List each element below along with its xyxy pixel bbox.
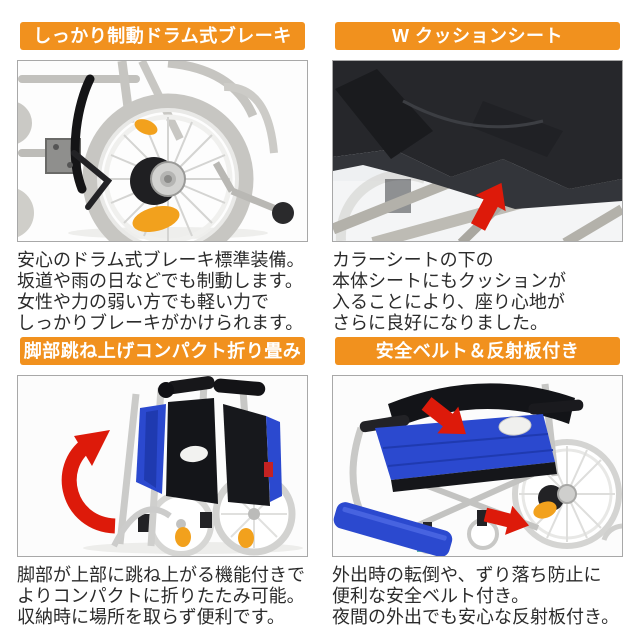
section-description: 脚部が上部に跳ね上がる機能付きで よりコンパクトに折りたたみ可能。 収納時に場所… xyxy=(17,565,308,628)
brand-logo xyxy=(498,416,532,436)
section-description: カラーシートの下の 本体シートにもクッションが 入ることにより、座り心地が さら… xyxy=(332,250,623,334)
desc-line: 便利な安全ベルト付き。 xyxy=(332,586,530,606)
wheel-reflector-icon xyxy=(175,527,191,547)
section-header: W クッションシート xyxy=(335,22,620,50)
desc-line: 女性や力の弱い方でも軽い力で xyxy=(17,292,269,312)
folded-wheelchair-photo xyxy=(17,375,308,557)
section-description: 外出時の転倒や、ずり落ち防止に 便利な安全ベルト付き。 夜間の外出でも安心な反射… xyxy=(332,565,623,628)
desc-line: 安心のドラム式ブレーキ標準装備。 xyxy=(17,250,305,270)
lifted-cushion-illustration xyxy=(333,61,622,209)
wheel-reflector-icon xyxy=(132,205,180,233)
desc-line: 脚部が上部に跳ね上がる機能付きで xyxy=(17,565,305,585)
belt-arrow-icon xyxy=(421,397,466,435)
footrest-illustration xyxy=(333,502,453,556)
section-header: しっかり制動ドラム式ブレーキ xyxy=(20,22,305,50)
safety-belt-reflector-photo xyxy=(332,375,623,557)
wheel-reflector-icon xyxy=(533,501,557,519)
feature-section-safety-belt: 安全ベルト＆反射板付き xyxy=(332,337,623,628)
desc-line: 夜間の外出でも安心な反射板付き。 xyxy=(332,607,620,627)
desc-line: 坂道や雨の日などでも制動します。 xyxy=(17,271,303,291)
desc-line: よりコンパクトに折りたたみ可能。 xyxy=(17,586,305,606)
feature-section-drum-brake: しっかり制動ドラム式ブレーキ xyxy=(17,22,308,334)
curved-up-arrow-icon xyxy=(61,430,116,534)
rear-wheel-illustration xyxy=(82,93,254,241)
push-handles-illustration xyxy=(158,376,266,398)
feature-section-w-cushion: W クッションシート xyxy=(332,22,623,334)
wheel-reflector-icon xyxy=(134,119,158,135)
desc-line: カラーシートの下の xyxy=(332,250,494,270)
desc-line: 本体シートにもクッションが xyxy=(332,271,566,291)
section-description: 安心のドラム式ブレーキ標準装備。 坂道や雨の日などでも制動します。 女性や力の弱… xyxy=(17,250,308,334)
feature-section-folding: 脚部跳ね上げコンパクト折り畳み xyxy=(17,337,308,628)
wheel-reflector-icon xyxy=(238,528,254,548)
section-header: 脚部跳ね上げコンパクト折り畳み xyxy=(20,337,305,365)
section-header: 安全ベルト＆反射板付き xyxy=(335,337,620,365)
desc-line: 収納時に場所を取らず便利です。 xyxy=(17,607,285,627)
up-arrow-icon xyxy=(470,182,506,231)
brand-logo xyxy=(180,445,208,463)
desc-line: 入ることにより、座り心地が xyxy=(332,292,565,312)
desc-line: さらに良好になりました。 xyxy=(332,313,548,333)
desc-line: 外出時の転倒や、ずり落ち防止に xyxy=(332,565,602,585)
drum-brake-photo xyxy=(17,60,308,242)
drum-brake-lever-illustration xyxy=(45,74,113,210)
desc-line: しっかりブレーキがかけられます。 xyxy=(17,313,304,333)
cushion-seat-photo xyxy=(332,60,623,242)
reflector-arrow-icon xyxy=(483,505,530,535)
